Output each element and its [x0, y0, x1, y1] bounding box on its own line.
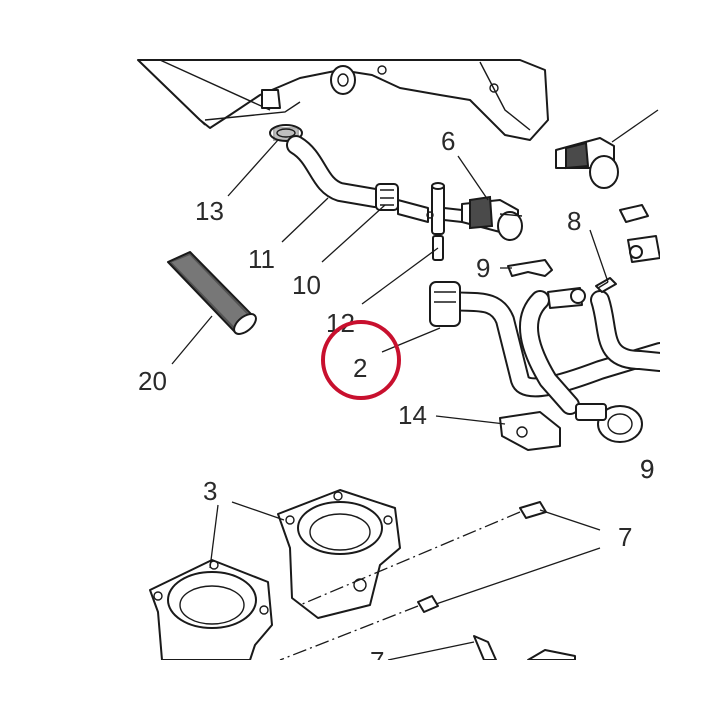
leader-lines: [171, 109, 659, 661]
callout-9-upper: 9: [476, 253, 490, 283]
part-6-fuel-injector: [461, 195, 523, 241]
callout-9-right: 9: [640, 454, 654, 484]
part-7-screws: [279, 501, 576, 661]
callout-13: 13: [195, 196, 224, 226]
callout-6: 6: [441, 126, 455, 156]
t-connector: [397, 182, 463, 261]
callout-3-left: 3: [203, 476, 217, 506]
highlight-circle: [321, 320, 401, 400]
bottom-crop: [0, 660, 720, 720]
callout-7-upper: 7: [618, 522, 632, 552]
callout-14: 14: [398, 400, 427, 430]
part-2-fuel-rail: [429, 235, 670, 415]
part-3-throttle-body-rear: [277, 489, 401, 619]
callout-9-right-visible: 9: [640, 454, 654, 484]
part-10-hose-clamp: [375, 183, 399, 211]
part-14-bracket: [499, 411, 561, 451]
callout-8: 8: [567, 206, 581, 236]
manifold-frame: [137, 59, 549, 141]
part-20-corrugated-hose: [167, 251, 257, 335]
callout-20: 20: [138, 366, 167, 396]
callout-2: 2: [353, 353, 367, 383]
callout-11: 11: [248, 244, 275, 274]
upper-right-injector: [555, 137, 619, 189]
part-11-fuel-hose: [286, 135, 385, 208]
part-8-screw: [595, 277, 617, 293]
part-3-throttle-body-front: [149, 559, 273, 661]
right-crop: [660, 100, 720, 720]
part-9-clip: [507, 204, 649, 277]
pressure-regulator: [575, 403, 643, 443]
callout-10: 10: [292, 270, 321, 300]
